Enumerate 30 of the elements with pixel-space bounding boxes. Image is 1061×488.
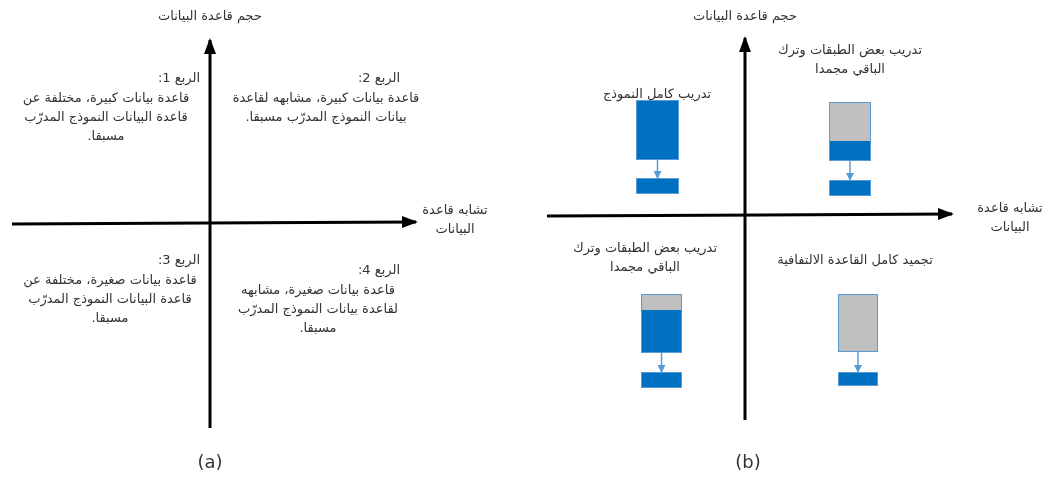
arrow	[653, 159, 662, 179]
model-block	[636, 100, 679, 160]
axis-label: حجم قاعدة البيانات	[156, 7, 264, 25]
block-caption: تدريب بعض الطبقات وترك الباقي مجمدا	[571, 239, 718, 276]
quadrant-heading: الربع 4:	[356, 261, 400, 279]
output-layer-block	[636, 178, 679, 194]
panel-label: (a)	[196, 452, 224, 471]
panel-label: (b)	[734, 452, 762, 471]
arrow	[657, 352, 666, 373]
block-caption: تدريب كامل النموذج	[601, 85, 713, 103]
quadrant-heading: الربع 1:	[156, 69, 200, 87]
output-layer-block	[829, 180, 871, 196]
arrow	[846, 160, 854, 181]
output-layer-block	[641, 372, 682, 388]
quadrant-heading: الربع 2:	[356, 69, 400, 87]
partly-frozen-model-block	[829, 102, 871, 161]
axis-label: تشابه قاعدة البيانات	[976, 199, 1044, 236]
partly-frozen-model-block	[641, 294, 682, 353]
axis-label: حجم قاعدة البيانات	[691, 7, 799, 25]
quadrant-description: قاعدة بيانات صغيرة، مشابهه لقاعدة بيانات النموذج المدرّب مسبقا.	[237, 281, 399, 337]
output-layer-block	[838, 372, 878, 386]
quadrant-heading: الربع 3:	[156, 251, 200, 269]
arrow	[854, 351, 862, 373]
frozen-layers-block	[838, 294, 878, 352]
axis-label: تشابه قاعدة البيانات	[421, 201, 489, 238]
quadrant-description: قاعدة بيانات كبيرة، مختلفة عن قاعدة البيانات النموذج المدرّب مسبقا.	[21, 89, 191, 145]
block-caption: تجميد كامل القاعدة الالتفافية	[776, 251, 934, 269]
quadrant-description: قاعدة بيانات كبيرة، مشابهه لقاعدة بيانات النموذج المدرّب مسبقا.	[231, 89, 421, 126]
quadrant-description: قاعدة بيانات صغيرة، مختلفة عن قاعدة البيانات النموذج المدرّب مسبقا.	[22, 271, 198, 327]
block-caption: تدريب بعض الطبقات وترك الباقي مجمدا	[776, 41, 923, 78]
